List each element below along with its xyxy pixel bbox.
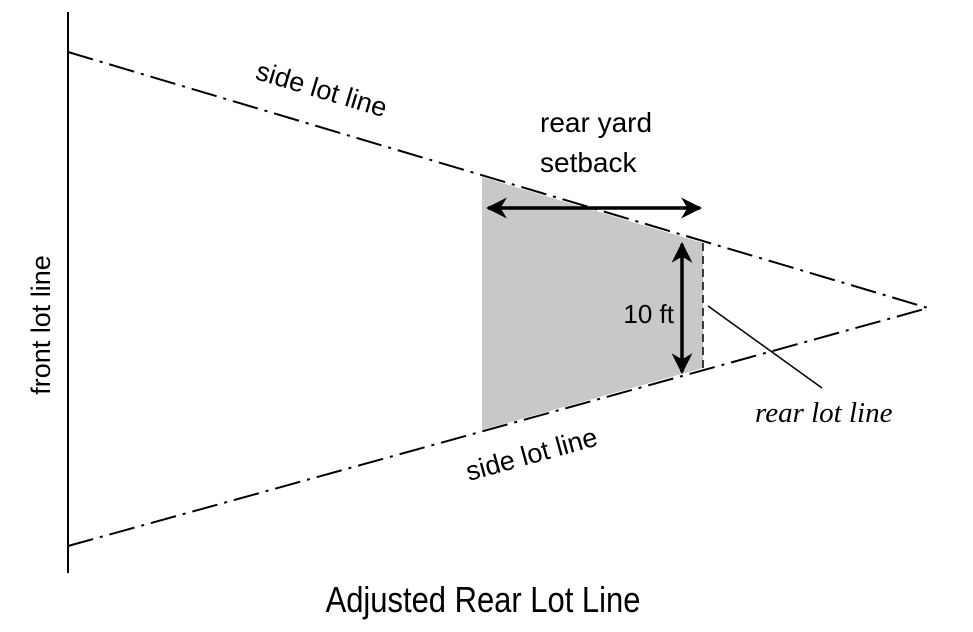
front-lot-line-label: front lot line [26,255,56,395]
side-lot-line-top [67,51,929,309]
rear-lot-line-leader [707,305,823,389]
side-lot-line-top-label: side lot line [253,56,391,123]
diagram-title: Adjusted Rear Lot Line [326,581,641,621]
ten-foot-dimension-label: 10 ft [623,299,674,329]
rear-yard-setback-area [482,177,703,430]
side-lot-line-bottom [67,307,929,547]
rear-yard-setback-label-line1: rear yard [540,107,652,138]
rear-lot-line-label: rear lot line [755,397,893,429]
rear-yard-setback-label-line2: setback [540,147,637,178]
